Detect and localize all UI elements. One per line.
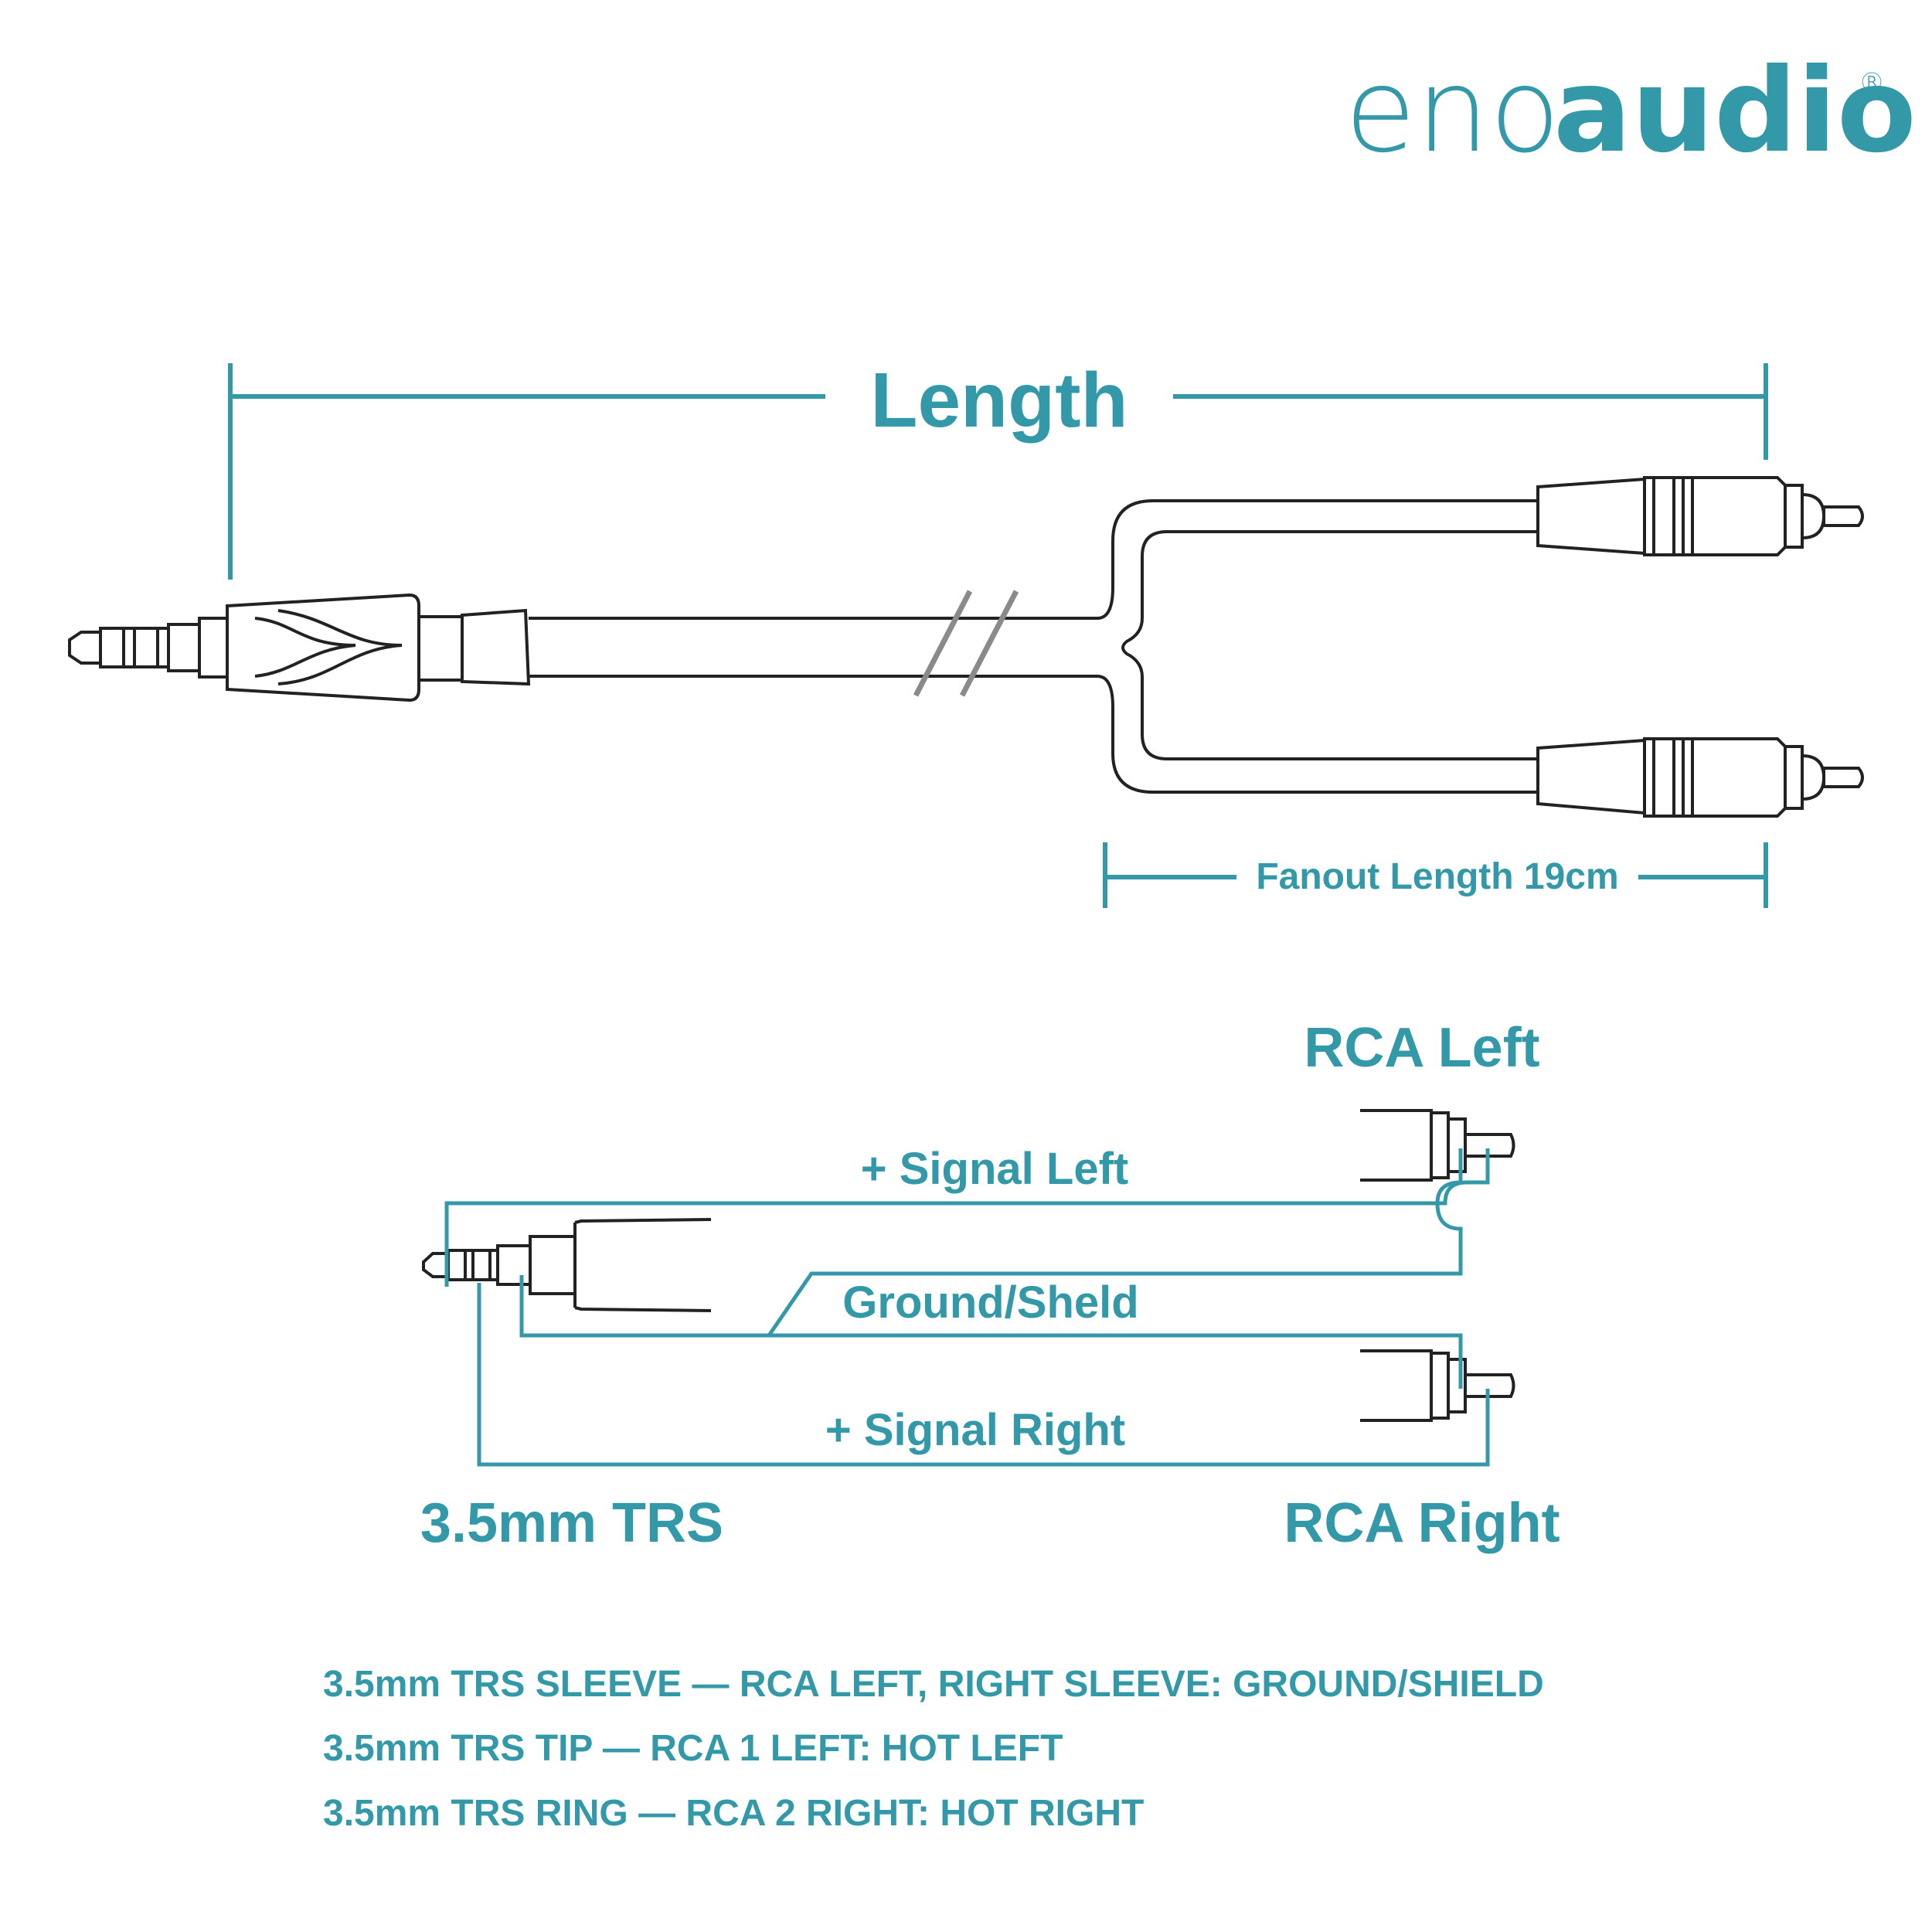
ground-label: Ground/Sheld <box>842 1277 1138 1328</box>
pinout-line-3: 3.5mm TRS RING — RCA 2 RIGHT: HOT RIGHT <box>323 1793 1144 1834</box>
wire-ground-right <box>769 1333 1463 1389</box>
rca-left-body <box>1691 476 1787 556</box>
schematic-rca-right-collar <box>1430 1352 1450 1420</box>
schematic-trs-body-bottom <box>574 1306 712 1312</box>
schematic-rca-left-pin <box>1464 1133 1515 1158</box>
signal-right-label: + Signal Right <box>825 1405 1125 1455</box>
wire-signal-left <box>444 1148 1490 1287</box>
pinout-line-2: 3.5mm TRS TIP — RCA 1 LEFT: HOT LEFT <box>323 1728 1063 1769</box>
logo-bold-text: audio <box>1553 44 1917 179</box>
rca-left-nose <box>1801 492 1826 540</box>
schematic-trs-collar <box>529 1235 577 1295</box>
split-upper-outer <box>1097 499 1538 620</box>
schematic-rca-left-collar <box>1430 1111 1450 1179</box>
pinout-line-1: 3.5mm TRS SLEEVE — RCA LEFT, RIGHT SLEEV… <box>323 1664 1544 1705</box>
schematic-rca-left-shell <box>1447 1117 1467 1173</box>
rca-left-shell <box>1784 484 1804 549</box>
logo-light-text: eno <box>1345 44 1560 179</box>
brand-logo: eno audio ® <box>1345 44 1917 179</box>
signal-left-label: + Signal Left <box>861 1144 1128 1194</box>
trs-insulator-1 <box>122 627 136 668</box>
fanout-label: Fanout Length 19cm <box>1256 856 1618 897</box>
trs-body-groove-1 <box>254 617 356 678</box>
rca-left-strain-relief <box>1536 477 1646 556</box>
rca-left-band-2 <box>1652 476 1675 556</box>
schematic-trs-ring-2 <box>471 1249 492 1281</box>
rca-right-band-2 <box>1652 737 1675 818</box>
rca-left-title: RCA Left <box>1304 1017 1539 1079</box>
schematic-rca-left <box>1360 1109 1515 1182</box>
schematic-trs-ring <box>447 1249 467 1281</box>
length-label: Length <box>870 357 1128 444</box>
wire-ground-left <box>519 1148 1463 1338</box>
trs-ferrule <box>417 615 464 682</box>
schematic-trs-plug <box>422 1218 712 1312</box>
schematic-rca-right-shell <box>1447 1358 1467 1413</box>
rca-right-title: RCA Right <box>1284 1492 1560 1554</box>
trs-sleeve <box>167 623 201 672</box>
trs-strain-relief <box>461 608 531 686</box>
trs-body-groove-2 <box>277 609 403 685</box>
registered-mark: ® <box>1859 67 1885 98</box>
rca-plug-left <box>1536 476 1864 556</box>
cable-drawing <box>68 476 1864 818</box>
break-mark-2 <box>959 590 1019 697</box>
rca-plug-right <box>1536 737 1864 818</box>
break-mark-1 <box>913 590 973 697</box>
trs-title: 3.5mm TRS <box>420 1492 723 1554</box>
rca-right-strain-relief <box>1536 738 1646 815</box>
rca-right-body <box>1691 737 1787 818</box>
schematic-rca-left-body <box>1360 1109 1433 1182</box>
rca-right-nose <box>1801 753 1826 801</box>
trs-insulator-2 <box>156 627 170 668</box>
trs-plug <box>68 593 531 702</box>
wiring-schematic: RCA Left RCA Right 3.5mm TRS <box>420 1017 1560 1554</box>
rca-left-pin <box>1822 505 1864 527</box>
trs-collar <box>198 617 229 679</box>
trs-ring-1 <box>99 627 125 668</box>
schematic-trs-tip <box>422 1252 450 1278</box>
fanout-dimension: Fanout Length 19cm <box>1103 842 1768 908</box>
schematic-trs-sleeve <box>496 1244 532 1286</box>
wire-signal-right <box>477 1283 1490 1467</box>
rca-right-pin <box>1822 767 1864 788</box>
pinout-notes: 3.5mm TRS SLEEVE — RCA LEFT, RIGHT SLEEV… <box>323 1664 1544 1834</box>
schematic-rca-right-body <box>1360 1349 1433 1422</box>
schematic-rca-right <box>1360 1349 1515 1422</box>
trs-ring-2 <box>133 627 159 668</box>
schematic-trs-body-top <box>574 1218 712 1224</box>
rca-right-shell <box>1784 745 1804 810</box>
trs-tip <box>68 631 102 665</box>
schematic-rca-right-pin <box>1464 1373 1515 1398</box>
length-dimension: Length <box>228 357 1768 580</box>
split-inner-curve <box>1121 530 1538 760</box>
split-lower-outer <box>1097 675 1538 794</box>
